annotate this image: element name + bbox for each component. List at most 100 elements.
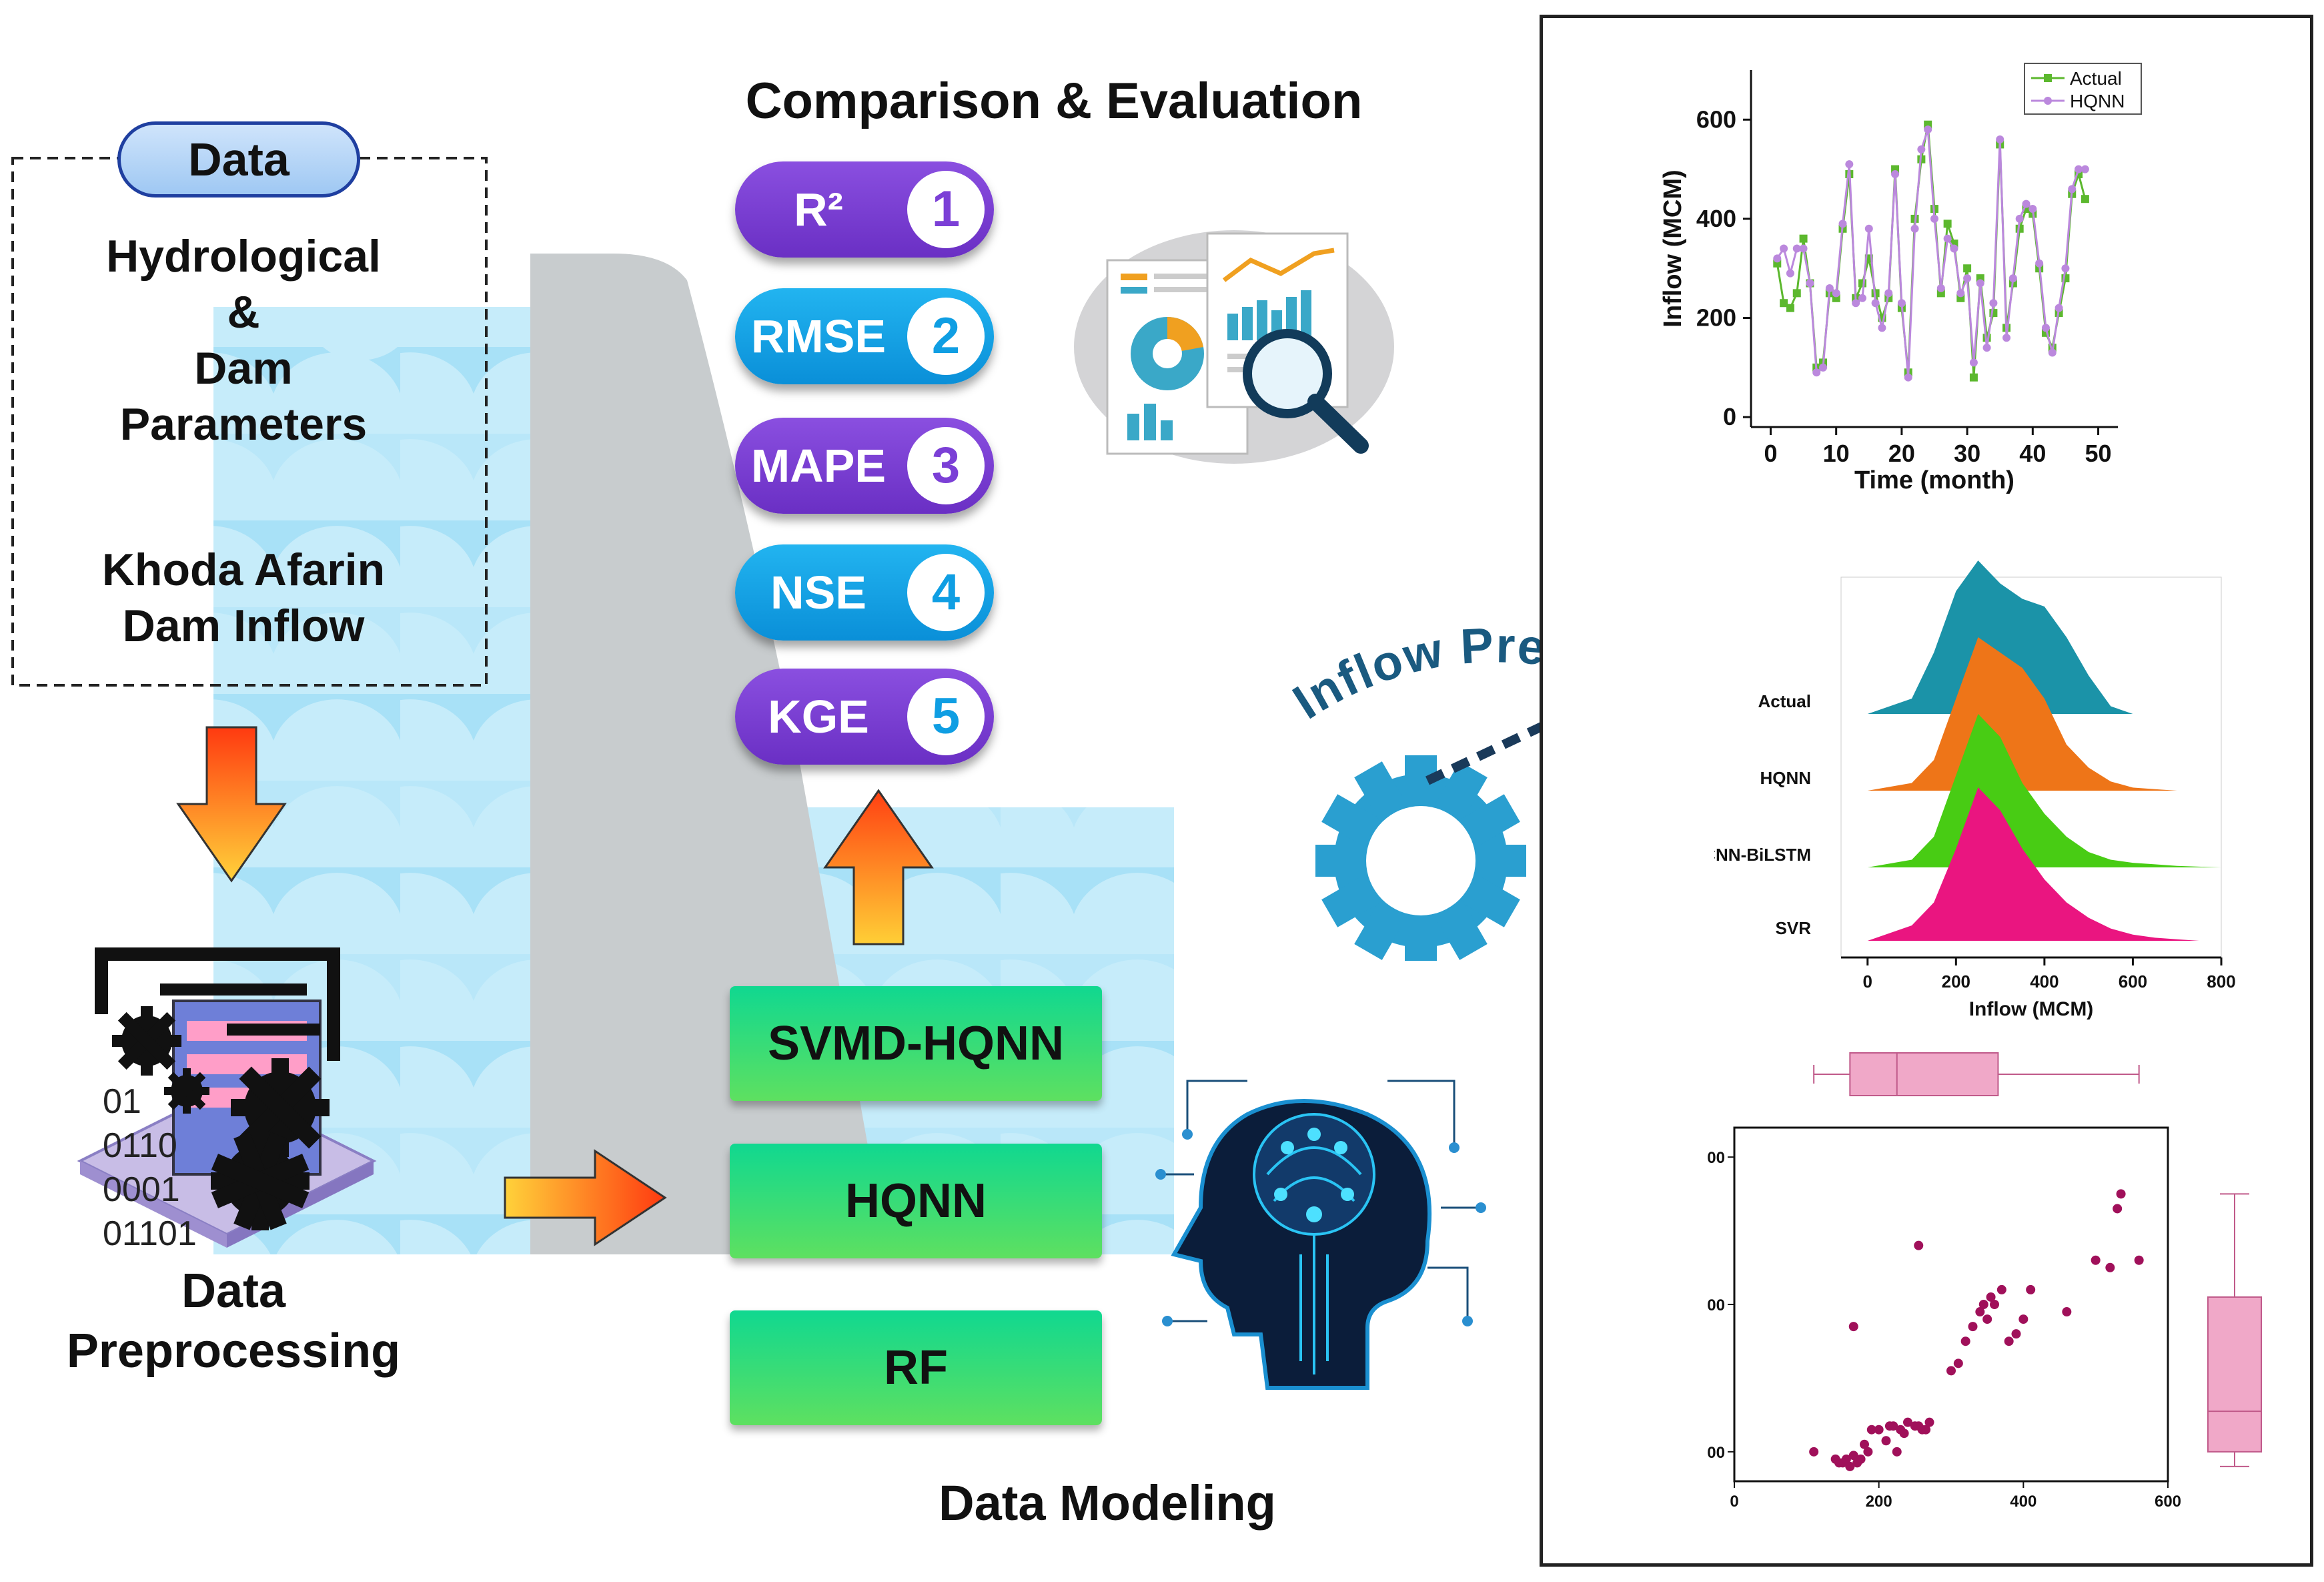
data-line: &	[227, 287, 260, 338]
x-tick-label: 50	[2085, 440, 2112, 467]
series-line-hqnn	[1776, 129, 2085, 378]
data-point	[1963, 264, 1972, 273]
data-point	[1897, 299, 1906, 308]
density-hqnn	[1867, 637, 2177, 791]
x-tick-label: 400	[2030, 971, 2059, 992]
metric-label: MAPE	[750, 440, 887, 492]
data-point	[2048, 348, 2057, 357]
data-point	[2116, 1189, 2126, 1199]
data-point	[1910, 224, 1919, 233]
data-point	[1780, 244, 1788, 253]
data-point	[1806, 279, 1814, 288]
data-point	[1825, 284, 1834, 292]
y-tick-label: 200	[1696, 304, 1736, 332]
metric-pill-r2: R² 1	[735, 161, 994, 258]
data-point	[1904, 373, 1912, 382]
x-tick-label: 30	[1954, 440, 1980, 467]
legend-marker	[2044, 97, 2052, 105]
x-tick-label: 0	[1730, 1493, 1738, 1508]
data-point	[1986, 1292, 1996, 1302]
data-point	[1799, 244, 1808, 253]
data-point	[1863, 1447, 1873, 1457]
data-point	[1943, 234, 1952, 243]
metric-number-badge: 1	[907, 171, 985, 248]
data-point	[1892, 1447, 1902, 1457]
binary-line: 0110	[103, 1126, 177, 1165]
data-point	[1921, 1425, 1931, 1435]
data-point	[1845, 160, 1854, 169]
data-point	[1975, 1307, 1985, 1317]
data-point	[2015, 214, 2024, 223]
legend-label: Actual	[2070, 68, 2122, 89]
x-tick-label: 800	[2207, 971, 2235, 992]
data-point	[1903, 1417, 1912, 1427]
y-tick-label: 600	[1696, 105, 1736, 133]
density-cnn-bilstm	[1867, 714, 2221, 867]
x-tick-label: 10	[1823, 440, 1850, 467]
data-point	[1990, 1300, 1999, 1309]
data-point	[2008, 274, 2017, 283]
data-point	[1884, 289, 1893, 298]
data-point	[1864, 224, 1873, 233]
data-point	[1792, 244, 1801, 253]
density-actual	[1867, 560, 2133, 714]
water-wave-top	[213, 314, 534, 360]
metric-number-badge: 3	[907, 427, 985, 504]
comparison-heading: Comparison & Evaluation	[745, 73, 1363, 129]
x-tick-label: 200	[1942, 971, 1970, 992]
metric-number: 2	[931, 308, 961, 364]
preprocessing-line: Preprocessing	[66, 1324, 401, 1378]
data-point	[1848, 1451, 1858, 1461]
data-point	[1924, 125, 1932, 134]
data-point	[1996, 135, 2004, 144]
up-arrow	[823, 789, 934, 945]
magnifier-icon	[1243, 329, 1369, 454]
data-point	[1878, 324, 1886, 332]
data-point	[1888, 1421, 1898, 1431]
data-point	[1936, 284, 1945, 292]
legend-marker	[2044, 74, 2052, 82]
data-point	[2134, 1255, 2144, 1265]
data-point	[1841, 1454, 1851, 1464]
data-point	[1812, 368, 1821, 377]
data-point	[1792, 289, 1801, 298]
legend-label: HQNN	[2070, 91, 2125, 111]
data-point	[1871, 299, 1880, 308]
metric-number-badge: 4	[907, 554, 985, 631]
binary-line: 01	[103, 1082, 141, 1121]
metric-number-badge: 5	[907, 678, 985, 755]
data-point	[1899, 1429, 1909, 1439]
data-point	[1956, 289, 1965, 298]
x-axis-label: Time (month)	[1854, 466, 2014, 494]
binary-digits: 01 0110 0001 01101	[100, 1080, 197, 1256]
data-point	[1881, 1436, 1891, 1446]
data-point	[1786, 269, 1794, 278]
data-point	[1976, 279, 1984, 288]
data-point	[2113, 1204, 2123, 1214]
metric-pill-mape: MAPE 3	[735, 418, 994, 514]
series-label: HQNN	[1760, 768, 1811, 788]
data-point	[2035, 259, 2044, 268]
data-point	[2068, 185, 2077, 193]
ai-brain-head-icon	[1155, 1080, 1486, 1390]
gear-icon	[211, 1132, 310, 1230]
metric-number-badge: 2	[907, 298, 985, 375]
data-point	[2061, 264, 2070, 273]
data-point	[2081, 195, 2089, 204]
metric-pill-nse: NSE 4	[735, 544, 994, 641]
data-point	[1963, 274, 1972, 283]
metric-label: NSE	[770, 566, 866, 619]
x-tick-label: 0	[1863, 971, 1872, 992]
data-badge: Data	[117, 121, 360, 197]
y-tick-label: 0	[1723, 403, 1736, 430]
x-tick-label: 40	[2019, 440, 2046, 467]
y-axis-label: Inflow (MCM)	[1659, 169, 1687, 327]
data-point	[1950, 244, 1958, 253]
data-point	[1858, 294, 1866, 302]
data-preprocessing-title: Data Preprocessing	[20, 1261, 447, 1381]
metric-label: R²	[794, 183, 843, 236]
data-point	[2026, 1284, 2036, 1294]
x-tick-label: 600	[2155, 1493, 2181, 1508]
data-point	[2018, 1314, 2028, 1324]
